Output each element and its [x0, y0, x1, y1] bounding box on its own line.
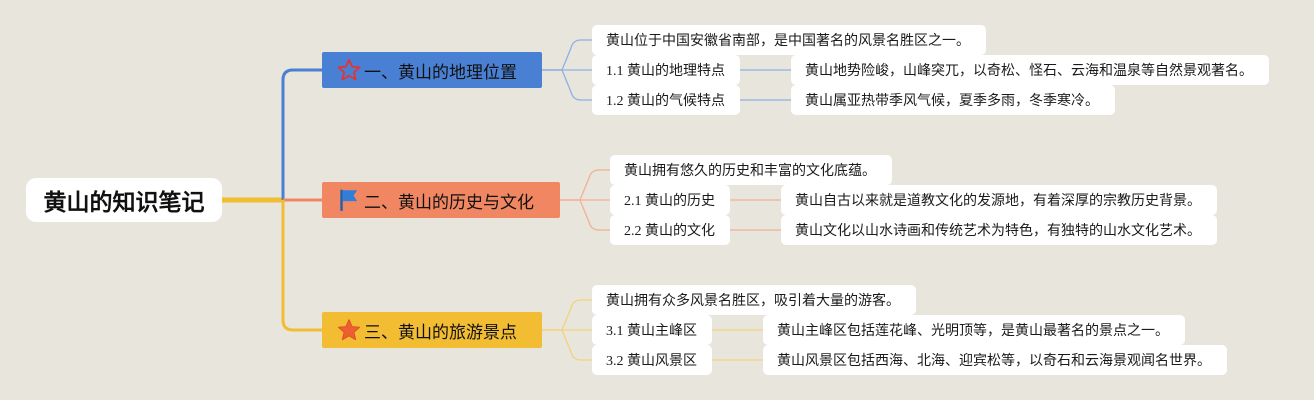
- root-title: 黄山的知识笔记: [43, 190, 205, 216]
- branch-3-link-summary: [542, 299, 592, 331]
- node-text: 黄山地势险峻，山峰突兀，以奇松、怪石、云海和温泉等自然景观著名。: [805, 64, 1253, 79]
- node-text: 黄山属亚热带季风气候，夏季多雨，冬季寒冷。: [805, 94, 1099, 109]
- branch-1-link-summary: [542, 39, 592, 71]
- node-text: 2.1 黄山的历史: [624, 194, 715, 209]
- branch-2-link-summary: [560, 169, 610, 201]
- node-text: 1.1 黄山的地理特点: [606, 64, 725, 79]
- branch-title: 一、黄山的地理位置: [364, 62, 517, 83]
- branch-3-link-sub-2: [542, 329, 592, 361]
- sub-node-2-1[interactable]: 2.1 黄山的历史: [610, 185, 730, 215]
- sub-node-1-2[interactable]: 1.2 黄山的气候特点: [592, 85, 740, 115]
- summary-node-geography[interactable]: 黄山位于中国安徽省南部，是中国著名的风景名胜区之一。: [592, 25, 986, 55]
- branch-2-link-sub-2: [560, 199, 610, 231]
- node-text: 黄山自古以来就是道教文化的发源地，有着深厚的宗教历史背景。: [795, 194, 1201, 209]
- sub-node-1-1[interactable]: 1.1 黄山的地理特点: [592, 55, 740, 85]
- node-text: 黄山位于中国安徽省南部，是中国著名的风景名胜区之一。: [606, 34, 970, 49]
- branch-title: 二、黄山的历史与文化: [364, 192, 534, 213]
- node-text: 2.2 黄山的文化: [624, 224, 715, 239]
- node-text: 黄山主峰区包括莲花峰、光明顶等，是黄山最著名的景点之一。: [777, 324, 1169, 339]
- root-node[interactable]: 黄山的知识笔记: [26, 178, 222, 222]
- sub-node-2-2[interactable]: 2.2 黄山的文化: [610, 215, 730, 245]
- detail-node-2-1[interactable]: 黄山自古以来就是道教文化的发源地，有着深厚的宗教历史背景。: [781, 185, 1217, 215]
- branch-1-link-sub-2: [542, 69, 592, 101]
- branch-title: 三、黄山的旅游景点: [364, 322, 517, 343]
- sub-node-3-2[interactable]: 3.2 黄山风景区: [592, 345, 712, 375]
- branch-node-tourism[interactable]: 三、黄山的旅游景点: [322, 312, 542, 348]
- summary-node-tourism[interactable]: 黄山拥有众多风景名胜区，吸引着大量的游客。: [592, 285, 916, 315]
- detail-node-1-2[interactable]: 黄山属亚热带季风气候，夏季多雨，冬季寒冷。: [791, 85, 1115, 115]
- root-link-branch-3: [281, 200, 322, 332]
- flag-icon: [340, 189, 358, 211]
- node-text: 黄山风景区包括西海、北海、迎宾松等，以奇石和云海景观闻名世界。: [777, 354, 1211, 369]
- node-text: 1.2 黄山的气候特点: [606, 94, 725, 109]
- node-text: 黄山文化以山水诗画和传统艺术为特色，有独特的山水文化艺术。: [795, 224, 1201, 239]
- outline-star-icon: [337, 58, 361, 81]
- node-text: 黄山拥有众多风景名胜区，吸引着大量的游客。: [606, 294, 900, 309]
- filled-star-icon: [337, 319, 361, 341]
- branch-node-history[interactable]: 二、黄山的历史与文化: [322, 182, 560, 218]
- root-link-branch-1: [281, 68, 322, 200]
- node-text: 3.1 黄山主峰区: [606, 324, 697, 339]
- detail-node-1-1[interactable]: 黄山地势险峻，山峰突兀，以奇松、怪石、云海和温泉等自然景观著名。: [791, 55, 1269, 85]
- detail-node-2-2[interactable]: 黄山文化以山水诗画和传统艺术为特色，有独特的山水文化艺术。: [781, 215, 1217, 245]
- node-text: 3.2 黄山风景区: [606, 354, 697, 369]
- summary-node-history[interactable]: 黄山拥有悠久的历史和丰富的文化底蕴。: [610, 155, 892, 185]
- node-text: 黄山拥有悠久的历史和丰富的文化底蕴。: [624, 164, 876, 179]
- branch-node-geography[interactable]: 一、黄山的地理位置: [322, 52, 542, 88]
- sub-node-3-1[interactable]: 3.1 黄山主峰区: [592, 315, 712, 345]
- detail-node-3-2[interactable]: 黄山风景区包括西海、北海、迎宾松等，以奇石和云海景观闻名世界。: [763, 345, 1227, 375]
- detail-node-3-1[interactable]: 黄山主峰区包括莲花峰、光明顶等，是黄山最著名的景点之一。: [763, 315, 1185, 345]
